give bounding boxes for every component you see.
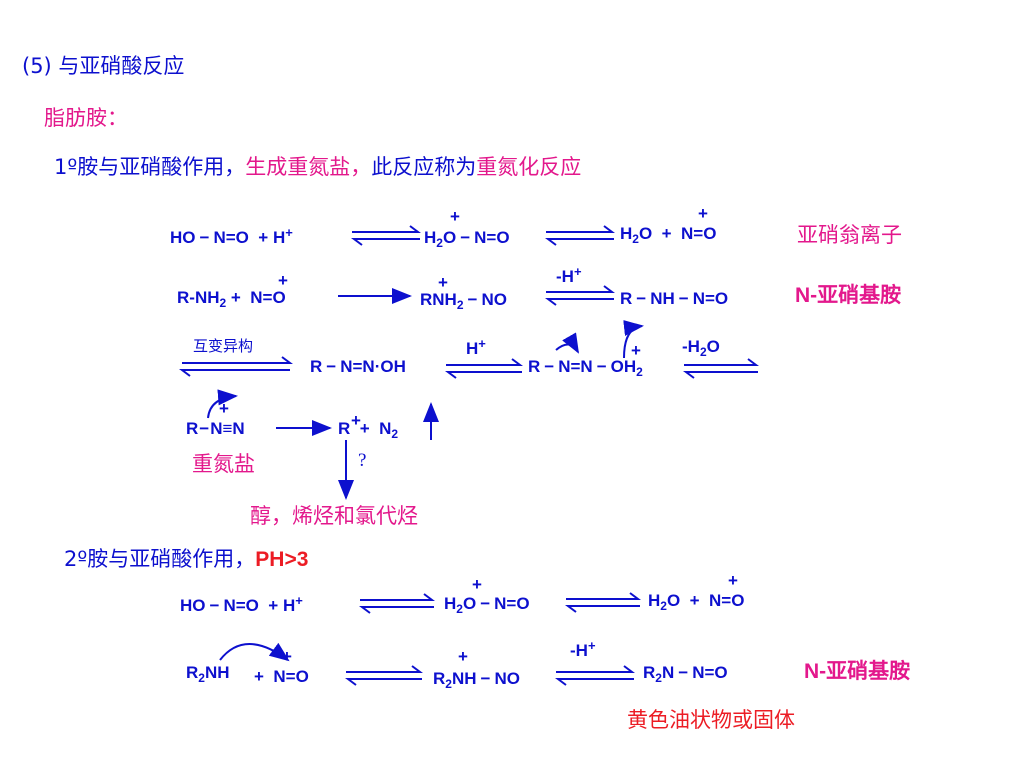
plus-charge: + xyxy=(728,571,738,590)
equilibrium-arrow xyxy=(359,593,435,614)
plus-charge: + xyxy=(631,341,641,360)
formula-nitrous-acid-2: HO−N=O + H+ xyxy=(180,593,303,615)
label-n-nitrosamine: N-亚硝基胺 xyxy=(795,285,901,306)
formula-n-nitrosoammonium-2: R2NH−NO xyxy=(433,669,520,691)
formula-n-nitrosamine-2: R2N−N=O xyxy=(643,663,728,685)
label-tautomerism: 互变异构 xyxy=(193,337,254,355)
primary-intro-plain: 1º胺与亚硝酸作用， xyxy=(54,155,246,179)
formula-protonated-diazohydroxide: R−N=N−OH2 xyxy=(528,357,643,379)
formula-n-nitrosoammonium: RNH2−NO xyxy=(420,290,507,312)
equilibrium-arrow xyxy=(345,665,423,686)
equilibrium-arrow xyxy=(545,225,615,246)
curved-arrow xyxy=(555,332,579,354)
formula-diazohydroxide: R−N=N·OH xyxy=(310,357,406,376)
formula-nitrous-acid: HO−N=O + H+ xyxy=(170,225,293,247)
section-title: (5) 与亚硝酸反应 xyxy=(22,54,185,78)
label-n-nitrosamine-2: N-亚硝基胺 xyxy=(804,661,910,682)
formula-protonated-nitrous-acid: H2O−N=O xyxy=(424,228,510,250)
plus-charge: + xyxy=(450,207,460,226)
label-diazonium-salt: 重氮盐 xyxy=(192,452,255,476)
formula-secondary-amine: R2NH xyxy=(186,663,230,685)
plus-charge: + xyxy=(219,399,229,418)
formula-plus-nitrosonium: + N=O xyxy=(254,667,309,686)
label-nitrosonium-ion: 亚硝翁离子 xyxy=(797,223,902,247)
label-n-nitrosamine-2-text: N-亚硝基胺 xyxy=(804,660,911,683)
arrow-label-minus-h2o: -H2O xyxy=(682,337,720,359)
equilibrium-arrow-tautomer xyxy=(179,356,293,377)
label-products: 醇，烯烃和氯代烃 xyxy=(250,504,418,528)
equilibrium-arrow xyxy=(683,358,759,379)
plus-charge: + xyxy=(458,647,468,666)
subtitle-aliphatic-amine: 脂肪胺： xyxy=(44,106,128,130)
label-yellow-oil: 黄色油状物或固体 xyxy=(627,708,795,732)
equilibrium-arrow xyxy=(445,358,523,379)
formula-n-nitrosamine: R−NH−N=O xyxy=(620,289,729,308)
primary-intro-plain2: 此反应称为 xyxy=(371,155,477,179)
equilibrium-arrow xyxy=(351,225,421,246)
formula-water-nitrosonium-2: H2O + N=O xyxy=(648,591,745,613)
primary-intro-highlight1: 生成重氮盐， xyxy=(245,155,372,179)
secondary-intro-ph: PH>3 xyxy=(255,548,309,571)
plus-charge: + xyxy=(698,204,708,223)
question-mark: ? xyxy=(358,450,367,471)
plus-charge: + xyxy=(438,273,448,292)
arrow-label-minus-h-2: -H+ xyxy=(570,638,596,660)
arrow-label-h-plus: H+ xyxy=(466,336,486,358)
plus-charge: + xyxy=(282,647,292,666)
secondary-intro-plain: 2º胺与亚硝酸作用， xyxy=(64,547,256,571)
equilibrium-arrow xyxy=(565,592,641,613)
label-n-nitrosamine-text: N-亚硝基胺 xyxy=(795,284,902,307)
curved-arrow xyxy=(219,642,290,662)
secondary-amine-intro: 2º胺与亚硝酸作用，PH>3 xyxy=(64,547,309,571)
primary-amine-intro: 1º胺与亚硝酸作用，生成重氮盐，此反应称为重氮化反应 xyxy=(54,157,581,178)
formula-carbocation-n2: R + N2 xyxy=(338,419,399,441)
formula-diazonium: R−N≡N xyxy=(186,419,245,438)
equilibrium-arrow xyxy=(555,665,635,686)
plus-charge: + xyxy=(472,575,482,594)
equilibrium-arrow xyxy=(545,285,615,306)
plus-charge: + xyxy=(351,411,361,430)
formula-primary-amine: R-NH2 + N=O xyxy=(177,288,286,310)
arrow-label-minus-h: -H+ xyxy=(556,264,582,286)
formula-protonated-nitrous-acid-2: H2O−N=O xyxy=(444,594,530,616)
primary-intro-highlight2: 重氮化反应 xyxy=(476,155,582,179)
plus-charge: + xyxy=(278,271,288,290)
formula-water-nitrosonium: H2O + N=O xyxy=(620,224,717,246)
